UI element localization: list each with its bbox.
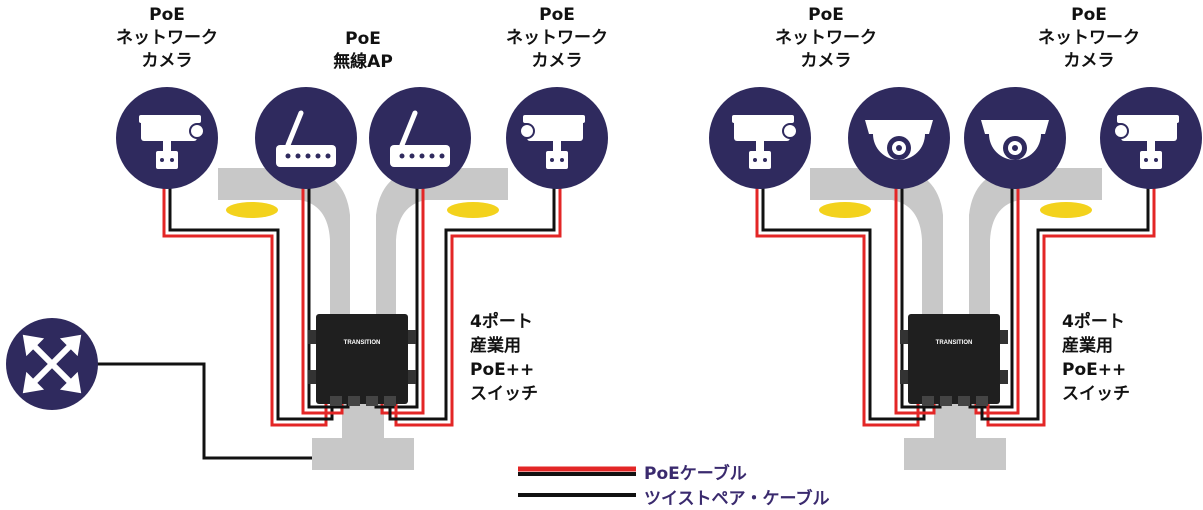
label-line: カメラ	[800, 51, 852, 71]
left-cam-1	[116, 87, 218, 189]
switch-label-line: 産業用	[1062, 336, 1113, 356]
left-ap-1	[255, 87, 357, 189]
network-hub-icon	[22, 334, 82, 394]
label-line: ネットワーク	[1038, 28, 1140, 48]
switch-label-line: スイッチ	[470, 384, 538, 404]
label-cam-right-1: PoE ネットワーク カメラ	[766, 4, 886, 73]
right-lamps	[819, 202, 1092, 218]
right-group: TRANSITION	[709, 87, 1202, 470]
label-ap: PoE 無線AP	[303, 28, 423, 74]
label-cam-left-2: PoE ネットワーク カメラ	[497, 4, 617, 73]
label-line: カメラ	[531, 51, 583, 71]
left-switch: TRANSITION	[308, 314, 416, 406]
right-switch-brand: TRANSITION	[936, 340, 973, 346]
label-line: PoE	[345, 29, 381, 49]
right-cam-1	[709, 87, 811, 189]
legend-lines	[518, 466, 636, 497]
label-line: PoE	[539, 5, 575, 25]
right-dome-1	[848, 87, 950, 189]
left-lamps	[226, 202, 499, 218]
right-dome-2	[964, 87, 1066, 189]
label-line: 無線AP	[333, 52, 393, 72]
label-line: カメラ	[141, 51, 193, 71]
label-line: PoE	[808, 5, 844, 25]
right-switch: TRANSITION	[900, 314, 1008, 406]
network-hub	[6, 318, 312, 460]
switch-label-line: PoE++	[470, 360, 535, 380]
switch-label-right: 4ポート 産業用 PoE++ スイッチ	[1062, 310, 1130, 406]
left-pole	[218, 168, 508, 470]
left-ap-2	[369, 87, 471, 189]
switch-label-left: 4ポート 産業用 PoE++ スイッチ	[470, 310, 538, 406]
legend-poe-cable: PoEケーブル	[644, 464, 747, 484]
left-cam-2	[506, 87, 608, 189]
label-line: ネットワーク	[506, 28, 608, 48]
label-line: カメラ	[1063, 51, 1115, 71]
left-group: TRANSITION	[116, 87, 608, 470]
switch-label-line: PoE++	[1062, 360, 1127, 380]
label-cam-left-1: PoE ネットワーク カメラ	[107, 4, 227, 73]
switch-label-line: スイッチ	[1062, 384, 1130, 404]
label-line: ネットワーク	[775, 28, 877, 48]
right-cam-2	[1100, 87, 1202, 189]
switch-label-line: 産業用	[470, 336, 521, 356]
label-line: ネットワーク	[116, 28, 218, 48]
label-line: PoE	[149, 5, 185, 25]
legend-twisted-pair: ツイストペア・ケーブル	[644, 489, 830, 509]
label-line: PoE	[1071, 5, 1107, 25]
label-cam-right-2: PoE ネットワーク カメラ	[1029, 4, 1149, 73]
switch-label-line: 4ポート	[470, 312, 533, 332]
switch-label-line: 4ポート	[1062, 312, 1125, 332]
left-switch-brand: TRANSITION	[344, 340, 381, 346]
